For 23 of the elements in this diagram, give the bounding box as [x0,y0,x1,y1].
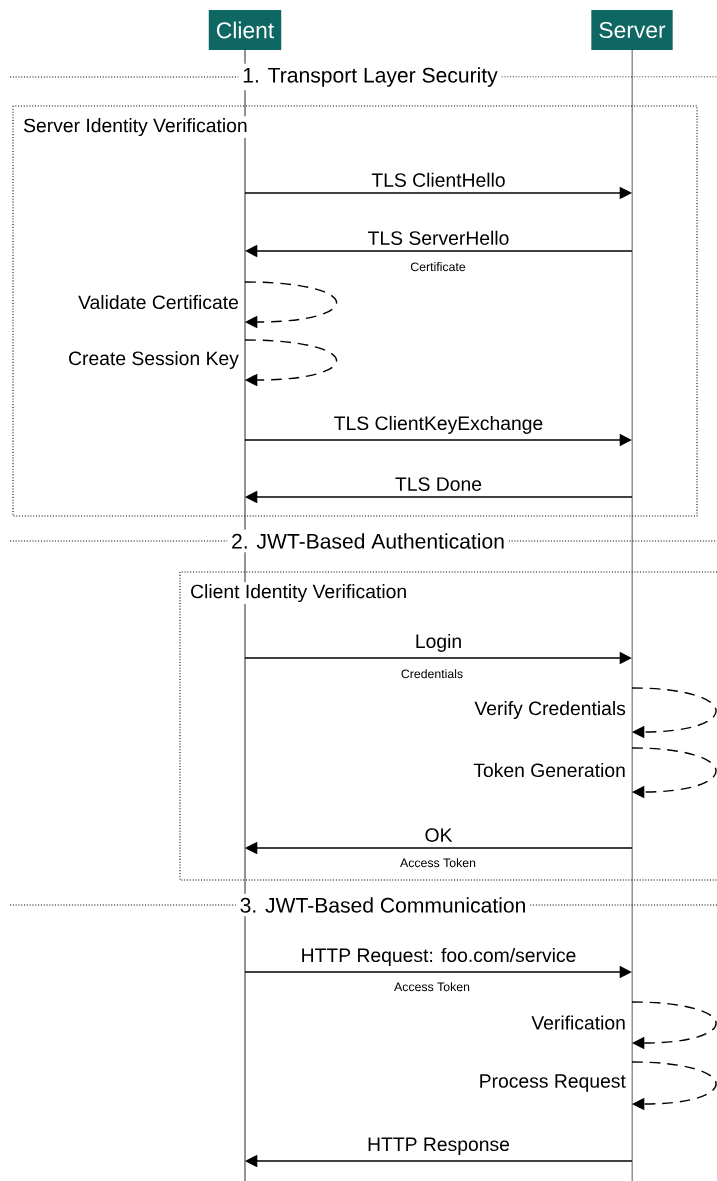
message-note: Access Token [400,858,476,868]
arrow [244,281,338,329]
edge-label: HTTP Request: foo.com/service [298,946,579,968]
message-note: Access Token [394,982,470,992]
edge-label: TLS ClientHello [369,170,508,189]
section-title: 1. Transport Layer Security [238,63,502,91]
edge-label: TLS ClientKeyExchange [332,414,546,436]
edge-label: TLS Done [393,475,484,493]
arrow [631,747,717,799]
fragment-title: Client Identity Verification [188,582,409,604]
arrow [631,687,717,739]
section-title: 3. JWT-Based Communication [236,893,530,917]
edge-label: TLS ServerHello [365,228,512,247]
edge-label: OK [422,826,455,844]
arrow [631,1061,717,1111]
arrow [244,339,338,387]
fragment-title: Server Identity Verification [21,116,250,138]
message-note: Credentials [401,669,463,679]
arrow [631,1001,717,1050]
message-note: Certificate [410,262,466,272]
section-title: 2. JWT-Based Authentication [227,529,509,553]
edge-label: HTTP Response [365,1135,512,1157]
edge-label: Login [413,632,464,654]
